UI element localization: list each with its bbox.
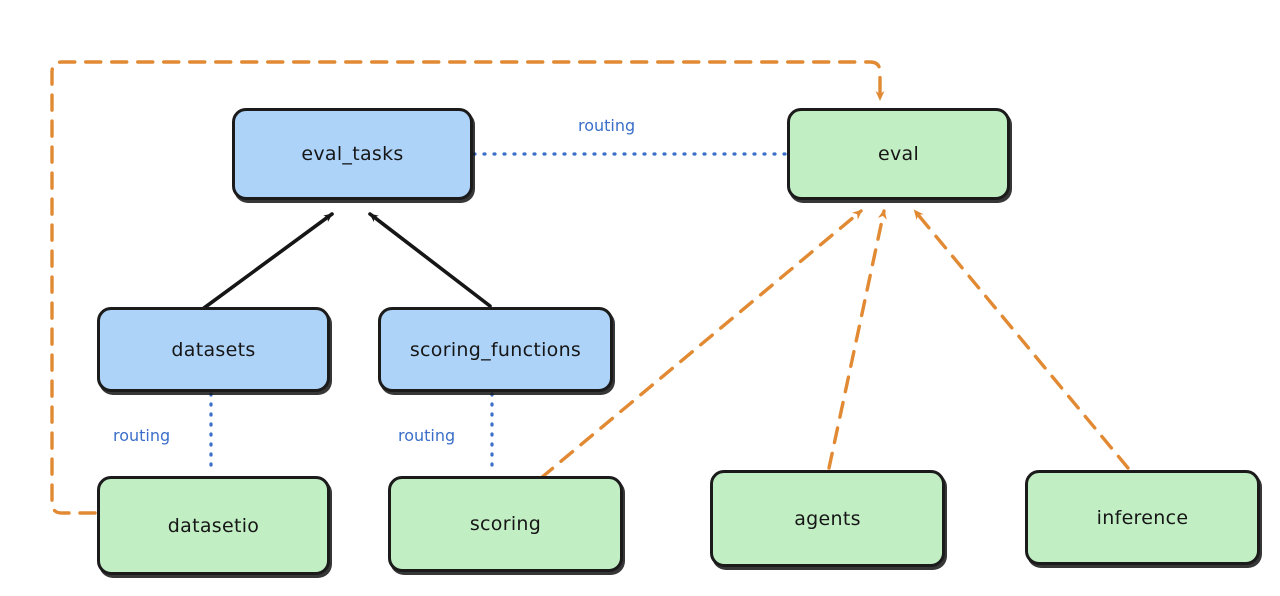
edge-label-routing-scoring-functions-scoring: routing bbox=[398, 426, 456, 445]
node-agents[interactable]: agents bbox=[710, 470, 945, 567]
node-inference[interactable]: inference bbox=[1025, 470, 1260, 565]
node-scoring-functions[interactable]: scoring_functions bbox=[378, 307, 613, 392]
node-label: inference bbox=[1096, 506, 1189, 529]
edge-label-routing-eval-tasks-eval: routing bbox=[578, 116, 636, 135]
node-label: scoring bbox=[469, 513, 542, 535]
edge-label-routing-datasets-datasetio: routing bbox=[113, 426, 171, 445]
edge-agents-to-eval bbox=[827, 209, 887, 470]
node-label: datasets bbox=[171, 338, 256, 361]
edge-scoring-to-eval bbox=[539, 209, 863, 480]
node-label: datasetio bbox=[167, 514, 260, 537]
node-label: agents bbox=[794, 507, 861, 530]
node-eval[interactable]: eval bbox=[787, 108, 1010, 200]
node-datasetio[interactable]: datasetio bbox=[97, 476, 330, 575]
edge-datasets-to-eval_tasks bbox=[202, 212, 334, 310]
edge-datasetio-to-eval bbox=[50, 60, 885, 515]
node-label: eval_tasks bbox=[301, 143, 404, 165]
node-label: eval bbox=[877, 143, 920, 165]
node-scoring[interactable]: scoring bbox=[388, 476, 623, 572]
edge-inference-to-eval bbox=[913, 209, 1130, 470]
node-eval-tasks[interactable]: eval_tasks bbox=[232, 108, 473, 200]
edge-scoring_functions-to-eval_tasks bbox=[368, 212, 492, 308]
node-datasets[interactable]: datasets bbox=[97, 307, 330, 392]
node-label: scoring_functions bbox=[409, 338, 582, 361]
